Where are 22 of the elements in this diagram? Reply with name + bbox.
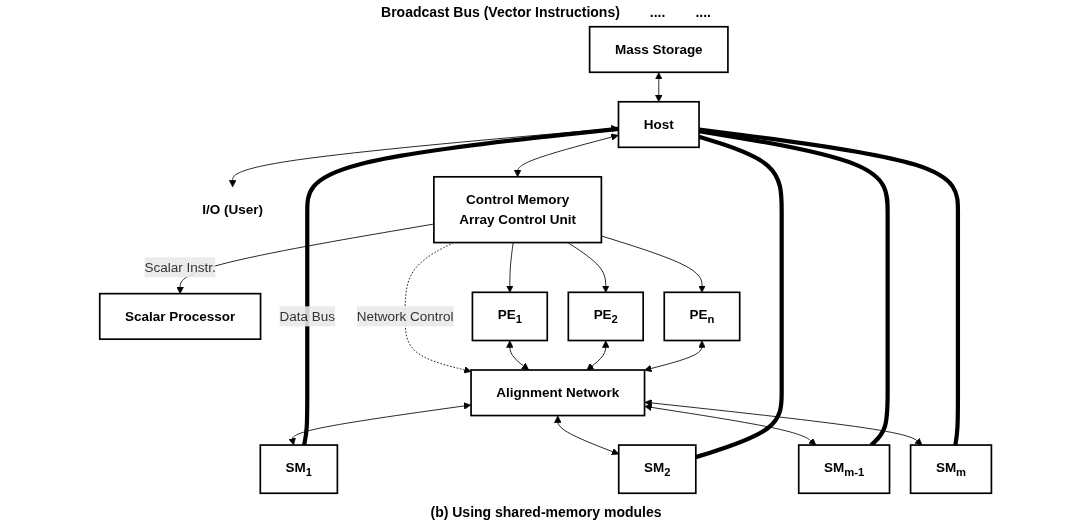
node-box: Alignment Network [470,369,646,417]
node-box: PE$_{n}$ [663,291,741,342]
note-text: Broadcast Bus (Vector Instructions) [381,4,620,20]
node-box: SM$_{m}$ [910,444,993,495]
connector [699,127,961,446]
node-box: Mass Storage [589,25,730,74]
connector [699,129,891,447]
caption: (b) Using shared-memory modules [430,504,662,520]
node-box: SM$_{2}$ [618,444,698,495]
node-box: SM$_{m-1}$ [798,444,891,495]
node-box: PE$_{1}$ [472,291,549,342]
node-text: I/O (User) [202,202,264,217]
node-box: Scalar Processor [99,292,262,341]
node-box: SM$_{1}$ [259,444,339,495]
node-box: Host [618,100,701,149]
edge-label: Network Control [357,308,454,324]
note-text: .... [649,4,666,20]
node-box: PE$_{2}$ [567,291,645,342]
node-box: Control Memory Array Control Unit [433,175,603,244]
edge-label: Data Bus [279,308,336,324]
note-text: .... [695,4,711,20]
edge-label: Scalar Instr. [144,259,217,275]
